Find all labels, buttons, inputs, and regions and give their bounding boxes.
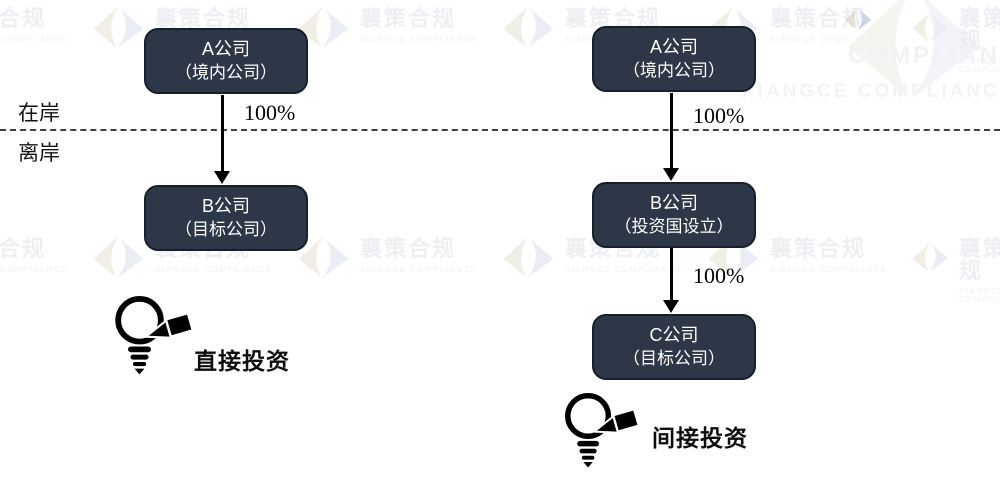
node-subtitle: （境内公司） xyxy=(175,62,277,82)
node-title: B公司 xyxy=(649,192,698,213)
node-title: A公司 xyxy=(201,38,250,59)
arrow-shaft xyxy=(669,93,673,168)
arrow-head-icon xyxy=(214,171,230,184)
node-title: A公司 xyxy=(649,36,698,57)
zone-label-offshore: 离岸 xyxy=(18,141,60,165)
node-subtitle: （投资国设立） xyxy=(614,216,734,236)
ownership-label-right-2: 100% xyxy=(693,263,745,288)
node-company-c-target: C公司 （目标公司） xyxy=(592,314,756,380)
arrow-head-icon xyxy=(663,300,679,313)
node-subtitle: （目标公司） xyxy=(623,348,725,368)
zone-label-onshore: 在岸 xyxy=(18,101,60,125)
ownership-label-right-1: 100% xyxy=(693,103,745,128)
node-title: B公司 xyxy=(201,195,250,216)
node-subtitle: （目标公司） xyxy=(175,219,277,239)
arrow-b-to-c-right xyxy=(663,248,679,313)
lightbulb-tip-icon xyxy=(560,390,638,470)
node-subtitle: （境内公司） xyxy=(623,60,725,80)
arrow-a-to-b-right xyxy=(663,93,679,181)
node-company-a-domestic-right: A公司 （境内公司） xyxy=(592,26,756,92)
node-company-a-domestic-left: A公司 （境内公司） xyxy=(144,28,308,94)
flow-label-direct-investment: 直接投资 xyxy=(194,348,290,374)
onshore-offshore-divider xyxy=(0,129,1000,131)
arrow-shaft xyxy=(669,248,673,300)
node-company-b-target-left: B公司 （目标公司） xyxy=(144,185,308,251)
lightbulb-tip-icon xyxy=(110,292,192,378)
node-company-b-investment-country: B公司 （投资国设立） xyxy=(592,182,756,248)
arrow-head-icon xyxy=(663,168,679,181)
node-title: C公司 xyxy=(649,324,699,345)
arrow-a-to-b-left xyxy=(214,95,230,184)
ownership-label-left: 100% xyxy=(244,100,296,125)
flow-label-indirect-investment: 间接投资 xyxy=(652,425,748,451)
arrow-shaft xyxy=(220,95,224,171)
